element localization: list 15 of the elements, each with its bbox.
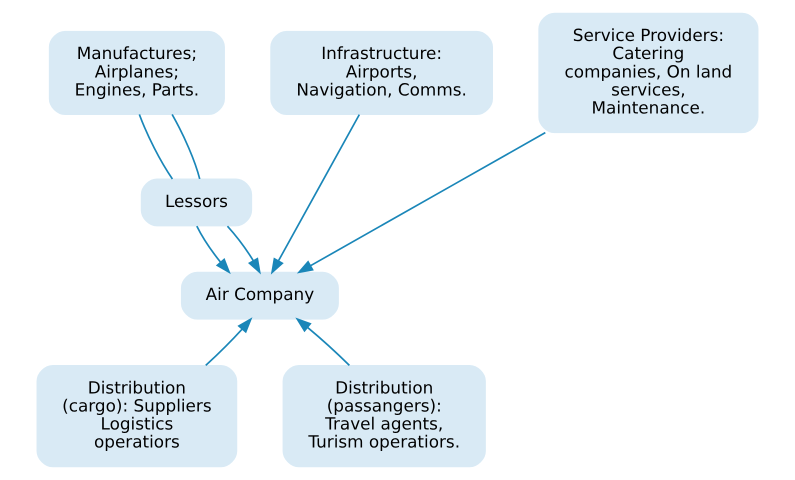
arrow	[270, 114, 360, 275]
node-box: Lessors	[140, 178, 252, 226]
connector	[138, 114, 174, 180]
connector	[171, 114, 201, 180]
arrow	[295, 318, 350, 366]
node-box: Distribution (passangers): Travel agents, Turism operatiors.	[282, 364, 486, 468]
node-box: Manufactures; Airplanes; Engines, Parts.	[48, 30, 225, 116]
arrow	[205, 317, 252, 366]
node-box: Distribution (cargo): Suppliers Logistics operatiors	[36, 364, 238, 468]
arrow	[296, 132, 546, 274]
arrow	[196, 226, 231, 274]
arrow	[226, 226, 261, 274]
node-box: Service Providers: Catering companies, On land services, Maintenance.	[538, 12, 758, 134]
node-box: Air Company	[180, 272, 339, 320]
node-box: Infrastructure: Airports, Navigation, Comms.	[270, 30, 493, 116]
